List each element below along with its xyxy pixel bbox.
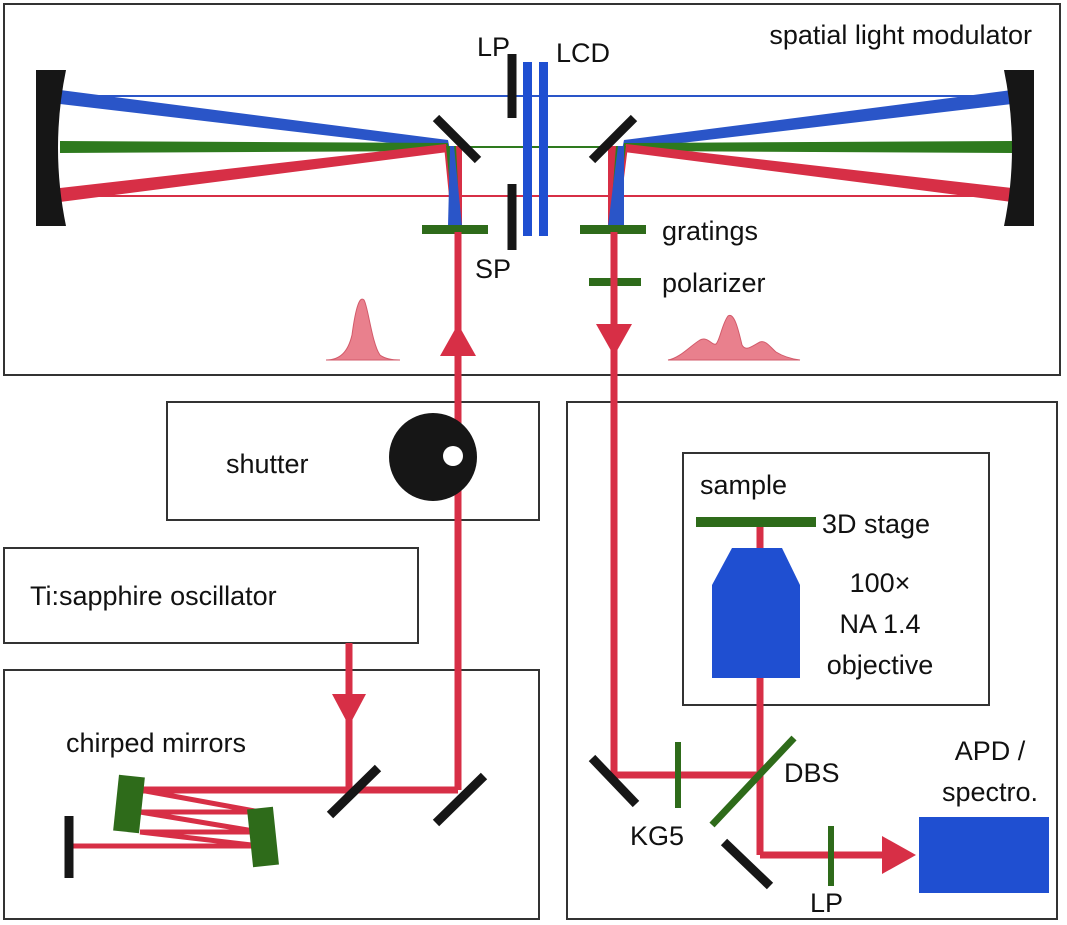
chirped-bounce-1	[139, 787, 261, 815]
apd-label-2: spectro.	[942, 777, 1038, 807]
green-beam-left	[60, 141, 448, 153]
lcd-panel-1	[523, 62, 532, 236]
left-fold-mirror	[432, 114, 482, 164]
arrow-to-apd	[882, 836, 916, 874]
oscillator-label: Ti:sapphire oscillator	[30, 581, 277, 611]
stage-label: 3D stage	[822, 509, 930, 539]
chirped-mirror-left	[113, 774, 145, 834]
objective-lens	[712, 548, 800, 678]
objective-label-1: 100×	[850, 568, 911, 598]
apd-spectrometer	[919, 817, 1049, 893]
dbs-label: DBS	[784, 758, 840, 788]
apd-label-1: APD /	[955, 736, 1026, 766]
sp-label: SP	[475, 254, 511, 284]
green-beam-right	[624, 141, 1012, 153]
arrow-down-from-slm	[596, 324, 632, 356]
arrow-down-oscillator	[332, 694, 366, 726]
kg5-label: KG5	[630, 821, 684, 851]
sample-stage	[696, 517, 816, 527]
lp-bottom-label: LP	[810, 888, 843, 918]
shutter-label: shutter	[226, 449, 309, 479]
blue-beam-left	[60, 90, 450, 150]
right-fold-mirror	[588, 114, 638, 164]
blue-beam-right-vertical	[608, 146, 624, 226]
gratings-label: gratings	[662, 216, 758, 246]
polarizer-label: polarizer	[662, 268, 766, 298]
shutter-box	[166, 401, 540, 521]
microscope-box	[566, 401, 1058, 920]
chirped-mirrors-label: chirped mirrors	[66, 728, 246, 758]
right-curved-mirror	[1004, 70, 1034, 226]
turning-mirror-lower	[432, 772, 488, 827]
red-beam-right	[624, 144, 1012, 202]
chirped-mirror-right	[247, 806, 279, 868]
sample-label: sample	[700, 470, 787, 500]
dbs-dichroic	[709, 735, 797, 828]
lp-top-label: LP	[477, 32, 510, 62]
right-grating	[580, 225, 646, 234]
blue-beam-left-vertical	[448, 146, 462, 226]
objective-label-3: objective	[827, 650, 934, 680]
oscillator-box	[3, 547, 419, 644]
chirped-bounce-3	[139, 809, 261, 835]
blue-beam-right	[622, 90, 1012, 150]
mirror-lower-left	[588, 754, 640, 808]
left-curved-mirror	[36, 70, 66, 226]
slm-box	[3, 3, 1061, 376]
sample-objective-box	[682, 452, 990, 706]
input-pulse	[325, 298, 401, 361]
flip-mirror	[326, 764, 382, 819]
mirror-lower-right	[720, 838, 774, 890]
shutter-wheel	[389, 413, 477, 501]
slm-title: spatial light modulator	[769, 20, 1032, 50]
red-beam-left	[60, 144, 448, 202]
left-grating	[422, 225, 488, 234]
objective-label-2: NA 1.4	[839, 609, 920, 639]
arrow-up-to-slm	[440, 324, 476, 356]
shaped-pulse	[667, 314, 801, 361]
lcd-panel-2	[539, 62, 548, 236]
chirped-mirror-box	[3, 669, 540, 920]
shutter-aperture	[443, 446, 463, 466]
lcd-label: LCD	[556, 38, 610, 68]
